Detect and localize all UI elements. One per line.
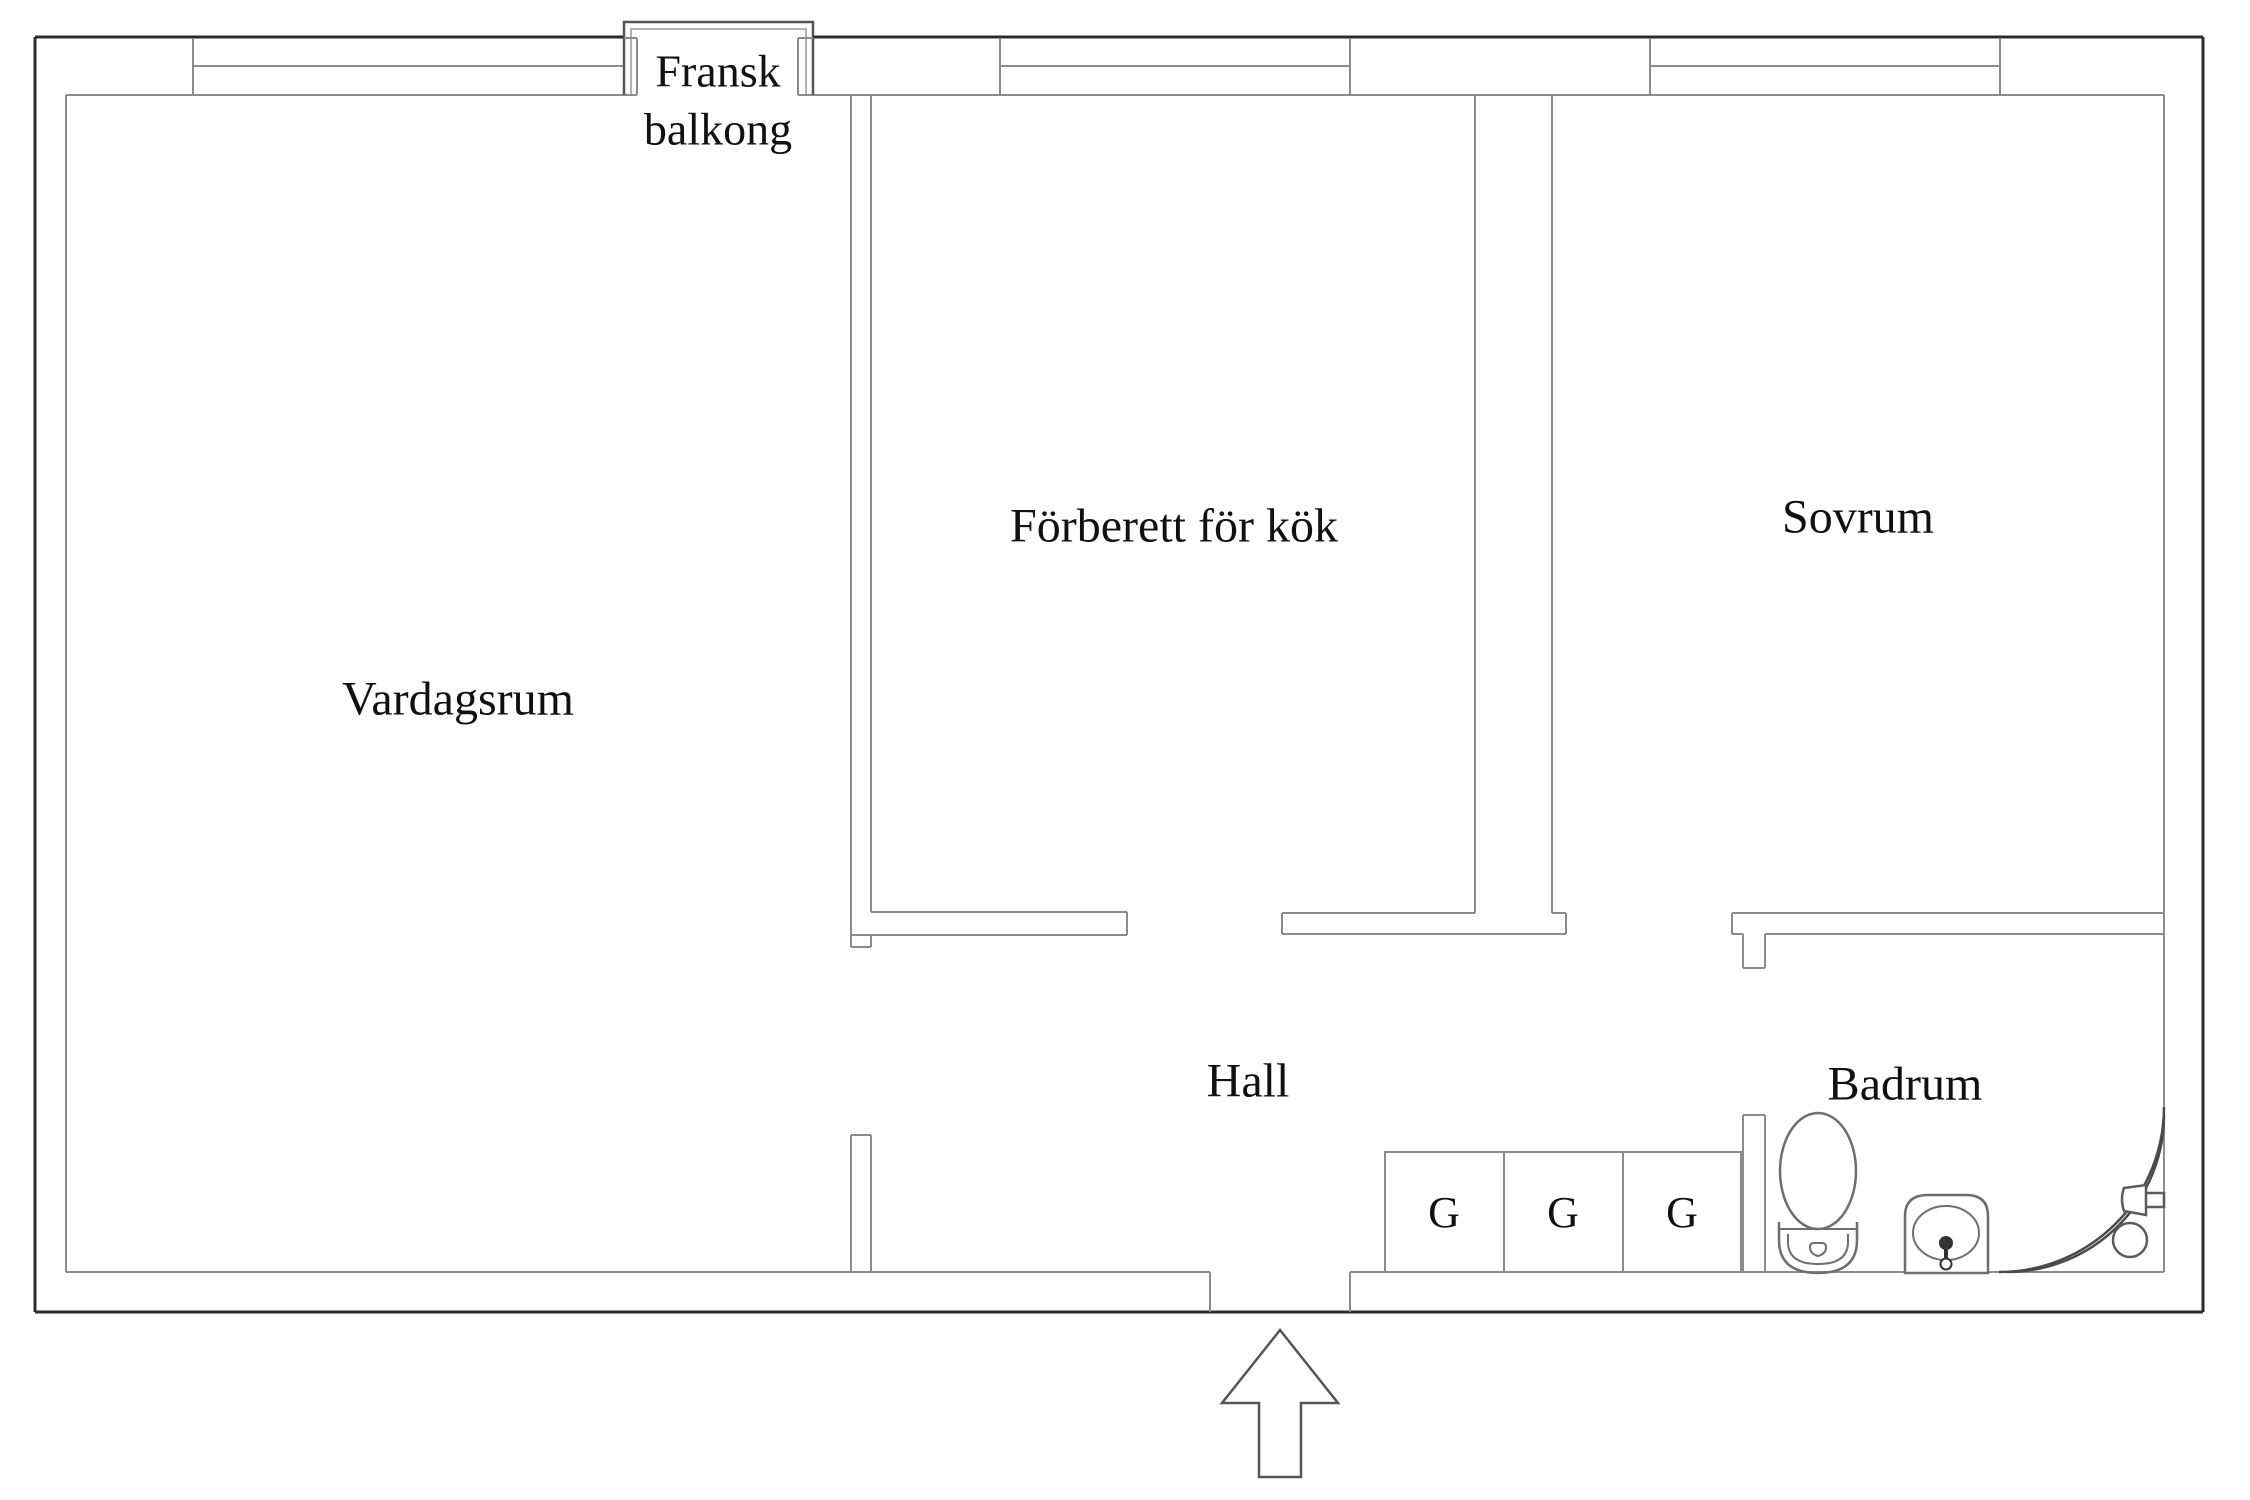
window-band xyxy=(192,38,2001,95)
floor-drain-icon xyxy=(2111,1221,2149,1259)
room-label-hall: Hall xyxy=(1206,1054,1290,1108)
outer-wall xyxy=(33,35,2205,1314)
balcony-label-line1: Fransk xyxy=(655,45,781,97)
shower-head-icon xyxy=(2120,1183,2166,1217)
room-label-vardagsrum: Vardagsrum xyxy=(342,672,574,726)
interior-walls xyxy=(850,95,2164,1272)
french-balcony xyxy=(622,20,815,95)
sink-fixture xyxy=(1903,1193,1990,1275)
room-label-kok: Förberett för kök xyxy=(1010,499,1338,553)
room-label-sovrum: Sovrum xyxy=(1781,490,1935,544)
shower-enclosure xyxy=(1998,1106,2166,1274)
wardrobe-boxes xyxy=(1384,1151,1742,1273)
entrance-arrow-icon xyxy=(1219,1327,1341,1479)
wardrobe-label-3: G xyxy=(1666,1187,1698,1237)
wardrobe-label-2: G xyxy=(1547,1187,1579,1237)
room-label-badrum: Badrum xyxy=(1827,1057,1983,1111)
balcony-label-line2: balkong xyxy=(643,103,793,155)
wardrobe-label-1: G xyxy=(1428,1187,1460,1237)
toilet-fixture xyxy=(1777,1111,1859,1275)
